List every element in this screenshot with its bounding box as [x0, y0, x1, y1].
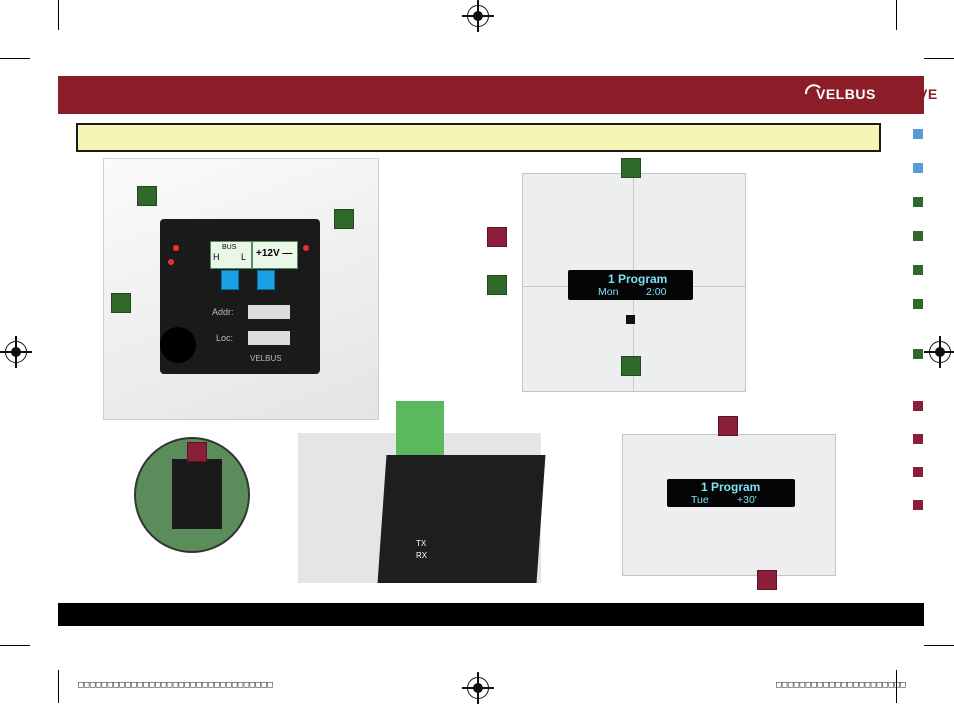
led-tx — [173, 245, 179, 251]
side-tab-green — [913, 349, 923, 359]
addr-box — [248, 305, 290, 319]
header-bar: VELBUS — [58, 76, 924, 114]
crop-mark — [58, 670, 59, 703]
panel-front-photo: 1 Program Mon 2:00 — [522, 173, 746, 392]
crop-mark — [0, 58, 30, 59]
side-tab-blue — [913, 163, 923, 173]
callout-sensor — [487, 227, 507, 247]
registration-mark-top — [462, 0, 494, 32]
display-program: 1 Program — [608, 272, 668, 286]
addr-label: Addr: — [212, 307, 234, 317]
loc-label: Loc: — [216, 333, 234, 343]
hands-display-program: 1 Program — [701, 480, 761, 494]
callout-bottom-buttons — [621, 356, 641, 376]
callout-two-buttons — [718, 416, 738, 436]
hands-display: 1 Program Tue +30' — [667, 479, 795, 507]
magnifier-circle — [134, 437, 250, 553]
side-tab-red — [913, 401, 923, 411]
registration-mark-left — [0, 336, 32, 368]
side-tab-green — [913, 197, 923, 207]
callout-top-buttons — [621, 158, 641, 178]
registration-mark-right — [924, 336, 954, 368]
module-back-photo: H BUS L +12V — Addr: Loc: VELBUS — [103, 158, 379, 420]
side-tab-red — [913, 467, 923, 477]
velbus-logo: VELBUS — [804, 84, 876, 102]
center-button-icon[interactable] — [626, 315, 635, 324]
callout-power-terminal — [257, 270, 275, 290]
footer-right: □□□□□□□□□□□□□□□□□□□□□□ — [776, 680, 906, 690]
callout-led-power — [334, 209, 354, 229]
connector-rx: RX — [416, 551, 427, 560]
callout-center-button — [757, 570, 777, 590]
led-power — [303, 245, 309, 251]
pcb-edge — [377, 455, 546, 583]
crop-mark — [924, 645, 954, 646]
logo-text: VELBUS — [816, 86, 876, 102]
loc-label-area: Loc: — [216, 333, 233, 343]
crop-mark — [896, 0, 897, 30]
registration-mark-bottom — [462, 672, 494, 704]
side-tab-blue — [913, 129, 923, 139]
crop-mark — [896, 670, 897, 703]
bus-l-label: L — [241, 252, 247, 262]
led-rx — [168, 259, 174, 265]
bus-terminal: H BUS L — [210, 241, 252, 269]
power-terminal: +12V — — [252, 241, 298, 269]
side-tab-red — [913, 434, 923, 444]
velbus-logo-partial: VE — [918, 86, 938, 102]
side-tab-green — [913, 299, 923, 309]
callout-led-tx — [111, 293, 131, 313]
footer-left: □□□□□□□□□□□□□□□□□□□□□□□□□□□□□□□□□ — [78, 680, 273, 690]
buzzer — [160, 327, 196, 363]
hands-display-day: Tue — [691, 494, 709, 506]
bus-label: BUS — [222, 244, 237, 251]
display-time: 2:00 — [646, 286, 667, 298]
hands-photo: 1 Program Tue +30' — [622, 434, 836, 576]
logo-partial-text: VE — [918, 86, 938, 102]
module-brand-text: VELBUS — [250, 354, 282, 363]
footer-bar — [58, 603, 924, 626]
side-tab-green — [913, 265, 923, 275]
footer-right-text: □□□□□□□□□□□□□□□□□□□□□□ — [776, 680, 907, 690]
display-day: Mon — [598, 286, 619, 298]
callout-jumper — [187, 442, 207, 462]
hands-display-extra: +30' — [737, 494, 757, 506]
loc-box — [248, 331, 290, 345]
callout-bus-terminal — [221, 270, 239, 290]
logo-arc-icon — [804, 84, 821, 95]
panel-display: 1 Program Mon 2:00 — [568, 270, 693, 300]
addr-label-area: Addr: — [212, 307, 234, 317]
callout-led-rx — [137, 186, 157, 206]
module-brand: VELBUS — [250, 354, 282, 363]
bus-h-label: H — [213, 252, 220, 262]
instruction-banner — [76, 123, 881, 152]
crop-mark — [58, 0, 59, 30]
power-label: +12V — — [256, 248, 293, 259]
crop-mark — [924, 58, 954, 59]
crop-mark — [0, 645, 30, 646]
module-pcb: H BUS L +12V — Addr: Loc: VELBUS — [160, 219, 320, 374]
side-tab-green — [913, 231, 923, 241]
side-tab-red — [913, 500, 923, 510]
callout-display — [487, 275, 507, 295]
connector-tx: TX — [416, 539, 426, 548]
connector-photo: TX RX — [298, 401, 546, 583]
connector-tx-label: TX — [416, 539, 427, 548]
connector-rx-label: RX — [416, 551, 428, 560]
footer-left-text: □□□□□□□□□□□□□□□□□□□□□□□□□□□□□□□□□ — [78, 680, 274, 690]
